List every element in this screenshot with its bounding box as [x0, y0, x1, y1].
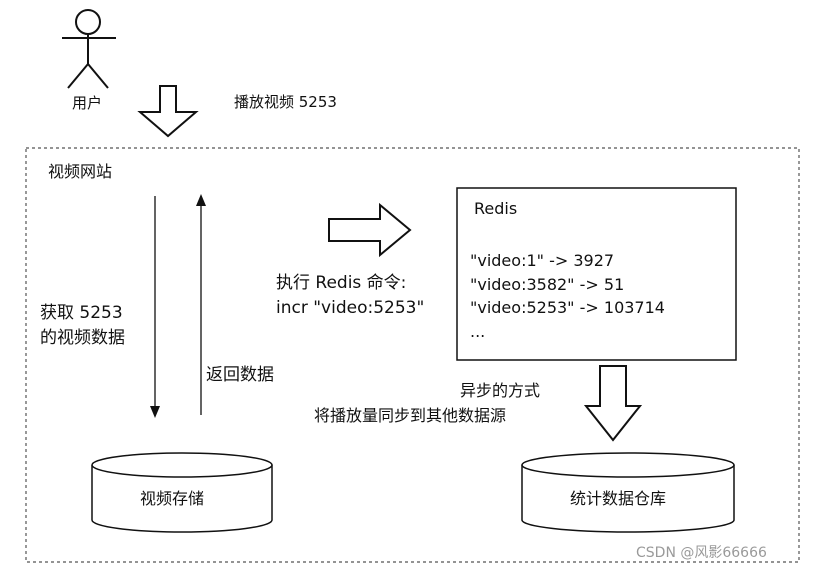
redis-entry: "video:5253" -> 103714	[470, 298, 665, 317]
redis-title: Redis	[474, 199, 518, 218]
watermark: CSDN @风影66666	[636, 545, 767, 561]
play-action-label: 播放视频 5253	[234, 93, 337, 111]
async-label-line2: 将播放量同步到其他数据源	[314, 406, 507, 425]
command-label-line2: incr "video:5253"	[276, 298, 425, 318]
command-arrow-icon	[328, 202, 412, 258]
fetch-label-line2: 的视频数据	[40, 328, 125, 348]
redis-entry: "video:3582" -> 51	[470, 275, 625, 294]
user-request-arrow-icon	[137, 85, 199, 138]
async-label-line1: 异步的方式	[460, 381, 541, 400]
redis-entry: ...	[470, 322, 486, 341]
redis-entry: "video:1" -> 3927	[470, 251, 615, 270]
return-data-arrow-icon	[196, 194, 206, 415]
fetch-data-arrow-icon	[150, 196, 160, 418]
website-label: 视频网站	[48, 162, 113, 181]
redis-box	[456, 187, 737, 361]
command-label-line1: 执行 Redis 命令:	[276, 273, 407, 293]
warehouse-cylinder-icon	[521, 452, 735, 533]
warehouse-label: 统计数据仓库	[570, 489, 667, 508]
return-label: 返回数据	[206, 365, 274, 385]
user-stick-figure-icon	[62, 9, 116, 89]
video-storage-label: 视频存储	[140, 489, 205, 508]
video-storage-cylinder-icon	[91, 452, 273, 533]
user-label: 用户	[72, 94, 103, 112]
website-boundary	[25, 147, 800, 563]
fetch-label-line1: 获取 5253	[40, 303, 123, 323]
async-sync-arrow-icon	[583, 365, 643, 442]
